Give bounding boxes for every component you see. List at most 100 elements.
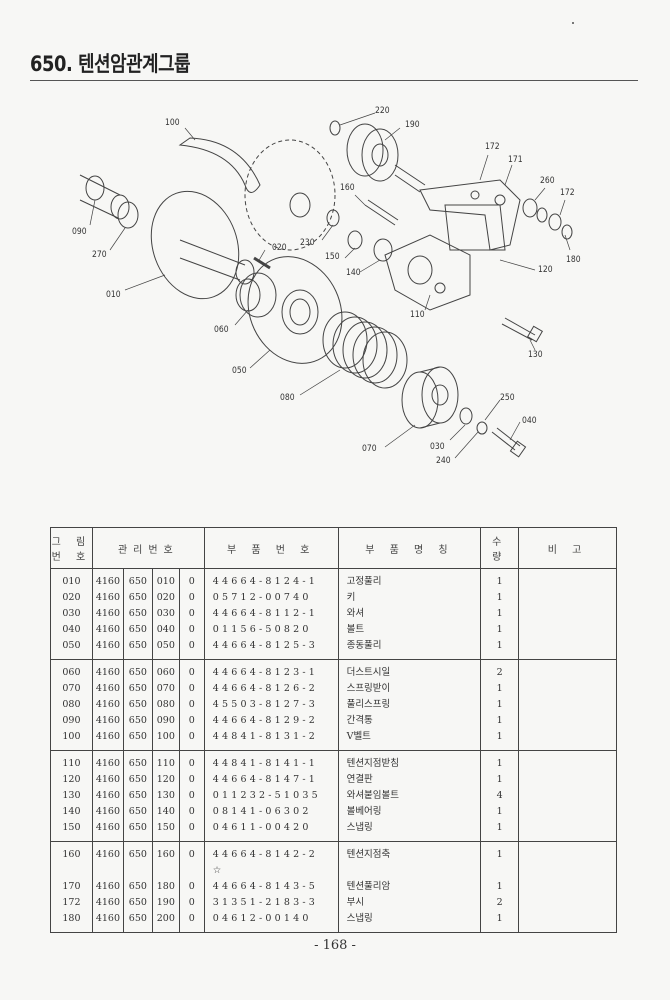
mgmt-4-cell: 0 [178, 659, 205, 681]
header-quantity: 수 량 [480, 527, 520, 569]
ref-no-cell: 060 [50, 659, 93, 681]
mgmt-3-cell: 050 [151, 638, 180, 660]
mgmt-1-cell [91, 863, 124, 879]
mgmt-3-cell: 030 [151, 606, 180, 622]
part-name-cell: 고정풀리 [337, 568, 482, 590]
ref-no-cell: 090 [50, 713, 93, 729]
mgmt-4-cell: 0 [178, 681, 205, 697]
mgmt-3-cell: 200 [151, 911, 180, 933]
mgmt-4-cell: 0 [178, 606, 205, 622]
mgmt-1-cell: 4160 [91, 772, 124, 788]
part-name-cell: 연결판 [337, 772, 482, 788]
mgmt-1-cell: 4160 [91, 681, 124, 697]
callout-label: 090 [72, 227, 87, 237]
remarks-cell [518, 879, 617, 895]
callout-label: 270 [92, 250, 107, 260]
part-no-cell: 08141-06302 [203, 804, 339, 820]
mgmt-4-cell: 0 [178, 622, 205, 638]
leader-lines [89, 112, 571, 459]
ref-no-cell: 030 [50, 606, 93, 622]
mgmt-2-cell: 650 [122, 568, 153, 590]
quantity-cell: 1 [480, 841, 520, 863]
part-no-cell: 44841-8131-2 [203, 729, 339, 751]
part-name-cell: 간격통 [337, 713, 482, 729]
ref-no-cell: 130 [50, 788, 93, 804]
callout-label: 040 [522, 416, 537, 426]
mgmt-4-cell: 0 [178, 590, 205, 606]
mgmt-4-cell: 0 [178, 772, 205, 788]
mgmt-4-cell: 0 [178, 841, 205, 863]
remarks-cell [518, 568, 617, 590]
quantity-cell: 1 [480, 590, 520, 606]
tension-arm-part [419, 179, 521, 251]
ref-no-cell: 080 [50, 697, 93, 713]
remarks-cell [518, 681, 617, 697]
quantity-cell: 1 [480, 681, 520, 697]
part-no-cell: 44664-8126-2 [203, 681, 339, 697]
remarks-cell [518, 622, 617, 638]
callout-label: 230 [300, 238, 315, 248]
quantity-cell: 1 [480, 729, 520, 751]
mgmt-2-cell: 650 [122, 820, 153, 842]
connecting-plate-part [444, 204, 506, 251]
callout-label: 180 [566, 255, 581, 265]
callout-label: 080 [280, 393, 295, 403]
header-part-no: 부 품 번 호 [203, 527, 339, 569]
spring-seat-part [401, 366, 459, 429]
quantity-cell: 2 [480, 895, 520, 911]
ref-no-cell: 172 [50, 895, 93, 911]
mgmt-4-cell: 0 [178, 804, 205, 820]
part-no-cell: 04612-00140 [203, 911, 339, 933]
mgmt-3-cell [151, 863, 180, 879]
part-no-cell: 01156-50820 [203, 622, 339, 638]
mgmt-3-cell: 090 [151, 713, 180, 729]
mgmt-1-cell: 4160 [91, 713, 124, 729]
quantity-cell: 1 [480, 750, 520, 772]
mgmt-2-cell: 650 [122, 697, 153, 713]
mgmt-3-cell: 110 [151, 750, 180, 772]
mgmt-2-cell: 650 [122, 750, 153, 772]
header-remarks: 비 고 [518, 527, 617, 569]
mgmt-4-cell: 0 [178, 697, 205, 713]
mgmt-3-cell: 160 [151, 841, 180, 863]
callout-label: 020 [272, 243, 287, 253]
quantity-cell: 1 [480, 713, 520, 729]
mgmt-2-cell: 650 [122, 772, 153, 788]
part-no-cell: 44664-8129-2 [203, 713, 339, 729]
ref-no-cell: 020 [50, 590, 93, 606]
callout-label: 140 [346, 268, 361, 278]
ref-no-cell: 070 [50, 681, 93, 697]
part-no-cell: 44841-8141-1 [203, 750, 339, 772]
ref-no-cell: 180 [50, 911, 93, 933]
ref-no-cell: 040 [50, 622, 93, 638]
driven-pulley-part [239, 256, 343, 364]
part-name-cell: 볼베어링 [337, 804, 482, 820]
belt-pulley-part [244, 139, 336, 251]
page-number: - 168 - [314, 938, 356, 953]
mgmt-1-cell: 4160 [91, 606, 124, 622]
mgmt-2-cell: 650 [122, 895, 153, 911]
mgmt-1-cell: 4160 [91, 697, 124, 713]
part-no-cell: 44664-8123-1 [203, 659, 339, 681]
callout-label: 120 [538, 265, 553, 275]
part-no-cell: 44664-8143-5 [203, 879, 339, 895]
part-no-cell: 05712-00740 [203, 590, 339, 606]
part-no-cell: 44664-8142-2 [203, 841, 339, 863]
part-name-cell: 텐션풀리암 [337, 879, 482, 895]
mgmt-4-cell: 0 [178, 638, 205, 660]
ref-no-cell: 150 [50, 820, 93, 842]
mgmt-4-cell: 0 [178, 895, 205, 911]
remarks-cell [518, 863, 617, 879]
title-divider [30, 80, 638, 81]
callout-label: 070 [362, 444, 377, 454]
part-name-cell: 키 [337, 590, 482, 606]
ref-no-cell: 140 [50, 804, 93, 820]
